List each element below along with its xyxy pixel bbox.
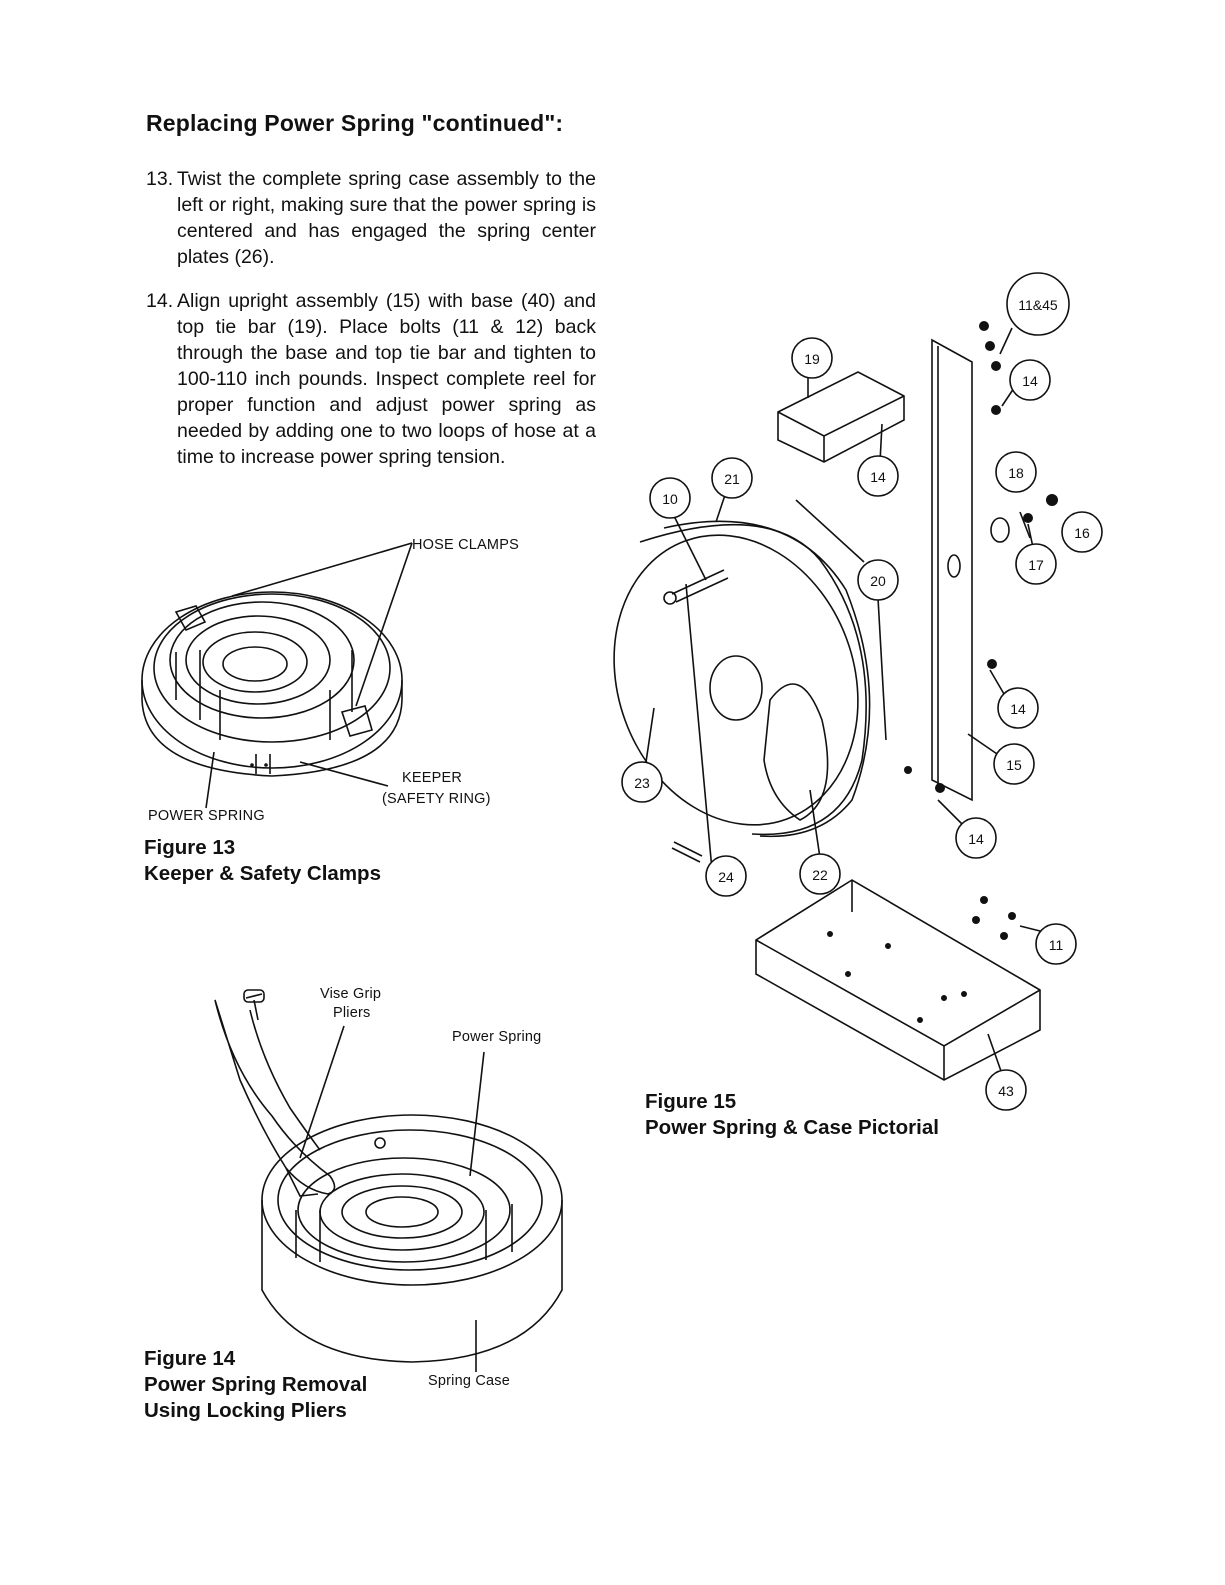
step-text: Twist the complete spring case assembly … bbox=[177, 168, 596, 268]
callout-17 bbox=[1015, 543, 1057, 585]
callout-text: 11 bbox=[1049, 937, 1064, 953]
callout-11 bbox=[1035, 923, 1077, 965]
callout-text: 11&45 bbox=[1018, 297, 1058, 313]
callout-24 bbox=[705, 855, 747, 897]
label-pliers: Pliers bbox=[333, 1005, 371, 1021]
callout-text: 20 bbox=[870, 573, 886, 589]
figure-14-title: Power Spring Removal bbox=[144, 1373, 368, 1396]
figure-14-number: Figure 14 bbox=[144, 1347, 236, 1370]
step-14: 14. Align upright assembly (15) with bas… bbox=[146, 288, 596, 470]
callout-text: 19 bbox=[804, 351, 820, 367]
callout-21 bbox=[711, 457, 753, 499]
callout-18 bbox=[995, 451, 1037, 493]
callout-14-d bbox=[955, 817, 997, 859]
figure-15-number: Figure 15 bbox=[645, 1090, 737, 1113]
callout-text: 16 bbox=[1074, 525, 1090, 541]
label-hose-clamps: HOSE CLAMPS bbox=[412, 537, 519, 553]
callout-14-a bbox=[1009, 359, 1051, 401]
callout-43 bbox=[985, 1069, 1027, 1111]
figure-14-subtitle: Using Locking Pliers bbox=[144, 1399, 347, 1422]
figure-13-number: Figure 13 bbox=[144, 836, 236, 859]
callout-20 bbox=[857, 559, 899, 601]
callout-text: 21 bbox=[724, 471, 740, 487]
label-vise-grip: Vise Grip bbox=[320, 986, 382, 1002]
callout-text: 23 bbox=[634, 775, 650, 791]
callout-14-b bbox=[857, 455, 899, 497]
callout-text: 43 bbox=[998, 1083, 1014, 1099]
callout-16 bbox=[1061, 511, 1103, 553]
callout-text: 14 bbox=[968, 831, 984, 847]
step-number: 14. bbox=[146, 290, 174, 312]
step-text: Align upright assembly (15) with base (4… bbox=[177, 290, 596, 468]
callout-text: 14 bbox=[1022, 373, 1038, 389]
callout-23 bbox=[621, 761, 663, 803]
label-keeper: KEEPER bbox=[402, 770, 463, 786]
step-13: 13. Twist the complete spring case assem… bbox=[146, 166, 596, 270]
figure-13-title: Keeper & Safety Clamps bbox=[144, 862, 381, 885]
callout-10 bbox=[649, 477, 691, 519]
section-heading: Replacing Power Spring "continued": bbox=[146, 110, 564, 136]
callout-text: 14 bbox=[870, 469, 886, 485]
callout-19 bbox=[791, 337, 833, 379]
callout-text: 15 bbox=[1006, 757, 1022, 773]
callout-text: 17 bbox=[1028, 557, 1044, 573]
callout-text: 14 bbox=[1010, 701, 1026, 717]
label-power-spring: POWER SPRING bbox=[148, 808, 265, 824]
label-spring-case: Spring Case bbox=[428, 1373, 510, 1389]
callout-11-45 bbox=[1006, 272, 1070, 336]
figure-15-title: Power Spring & Case Pictorial bbox=[645, 1116, 939, 1139]
label-safety-ring: (SAFETY RING) bbox=[382, 791, 491, 807]
callout-text: 22 bbox=[812, 867, 828, 883]
callout-14-c bbox=[997, 687, 1039, 729]
callout-text: 18 bbox=[1008, 465, 1024, 481]
label-power-spring-14: Power Spring bbox=[452, 1029, 542, 1045]
callout-text: 24 bbox=[718, 869, 734, 885]
step-number: 13. bbox=[146, 168, 174, 190]
callout-15 bbox=[993, 743, 1035, 785]
callout-text: 10 bbox=[662, 491, 678, 507]
callout-22 bbox=[799, 853, 841, 895]
